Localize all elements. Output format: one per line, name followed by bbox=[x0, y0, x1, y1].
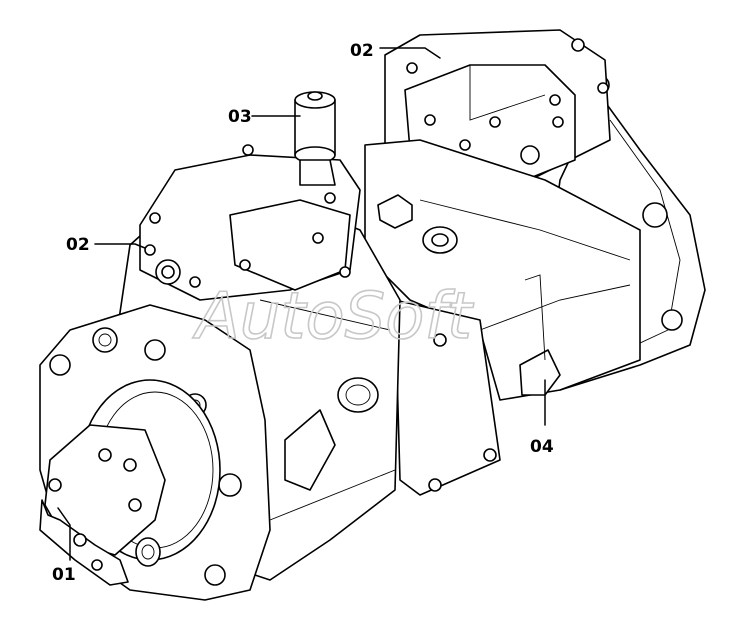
callout-02-left: 02 bbox=[66, 235, 90, 255]
callout-01: 01 bbox=[52, 565, 76, 585]
center-body bbox=[364, 139, 641, 401]
solenoid-valve bbox=[294, 91, 336, 186]
watermark: AutoSoft bbox=[192, 280, 475, 354]
callout-04: 04 bbox=[530, 437, 554, 457]
center-flange bbox=[394, 274, 561, 496]
leader-lines bbox=[57, 47, 546, 561]
callout-03: 03 bbox=[228, 107, 252, 127]
regulator-left bbox=[139, 144, 361, 301]
callout-02-top: 02 bbox=[350, 41, 374, 61]
gear-pump bbox=[39, 424, 166, 586]
eye-bolt bbox=[377, 194, 458, 254]
